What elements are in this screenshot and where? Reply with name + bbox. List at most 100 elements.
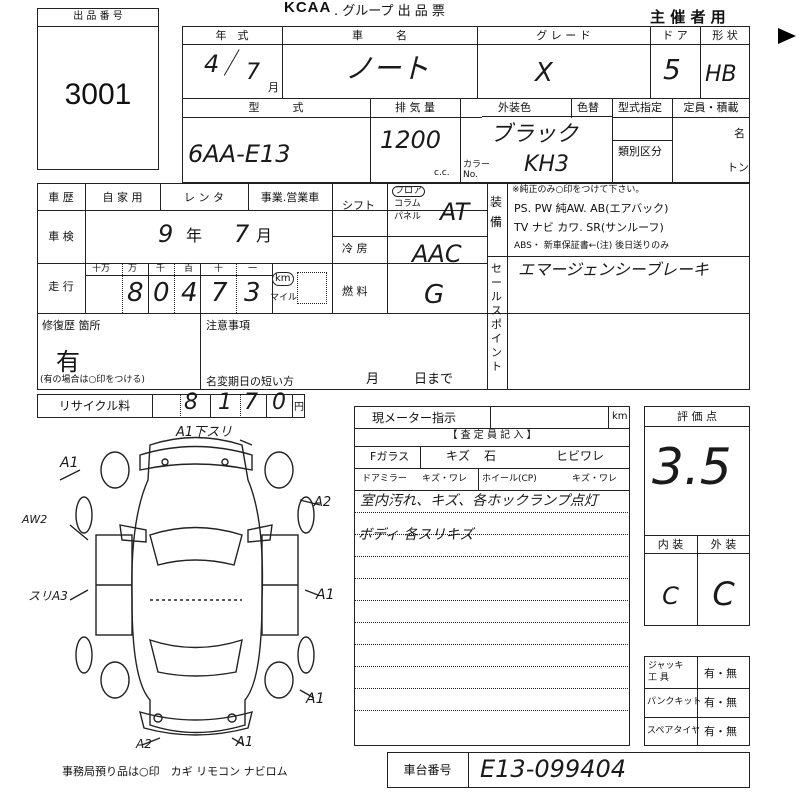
corner-marker	[778, 28, 796, 44]
score-label: 評 価 点	[677, 410, 717, 423]
notes-label: 注意事項	[206, 319, 250, 332]
km-label: km	[272, 272, 294, 286]
digit-label-1k: 千	[156, 264, 166, 274]
damage-mark: A1	[60, 455, 79, 471]
chassis-box	[387, 752, 750, 788]
color-change-label: 色替	[577, 101, 599, 114]
shift-option-floor: フロア	[392, 186, 426, 197]
repair-history-value: 有	[56, 348, 80, 376]
color-number-value: KH3	[524, 152, 569, 177]
repair-history-note: (有の場合は○印をつける)	[40, 375, 145, 385]
inspection-label: 車 検	[48, 230, 74, 243]
name-change-day: 日まで	[414, 372, 454, 387]
car-name-label: 車 名	[352, 29, 407, 42]
shift-option-panel: パネル	[394, 212, 422, 222]
lot-number-box	[37, 8, 159, 170]
shape-label: 形 状	[712, 29, 738, 42]
grade-value: X	[535, 58, 553, 88]
mileage-digit: 7	[211, 278, 228, 308]
jack-tools-value: 有・無	[704, 667, 737, 680]
equipment-line-2: TV ナビ カワ. SR(サンルーフ)	[514, 221, 664, 234]
fuel-value: G	[424, 280, 445, 310]
model-label: 型 式	[248, 101, 304, 114]
recycle-label: リサイクル料	[58, 399, 131, 413]
year-value: 4	[204, 50, 220, 78]
equipment-line-3: ABS・ 新車保証書←(注) 後日送りのみ	[514, 241, 670, 251]
digit-label-1: 一	[248, 264, 258, 274]
equipment-note: ※純正のみ○印をつけて下さい。	[512, 185, 645, 195]
wheel-label: ホイール(CP)	[482, 474, 537, 484]
puncture-kit-value: 有・無	[704, 696, 737, 709]
meter-label: 現メーター指示	[372, 411, 457, 425]
private-use-label: 自 家 用	[102, 191, 143, 204]
damage-mark: スリA3	[28, 589, 68, 603]
interior-grade: C	[662, 582, 679, 610]
displacement-value: 1200	[380, 126, 442, 154]
windshield-crack: ヒビワレ	[556, 449, 605, 463]
model-value: 6AA-E13	[188, 140, 291, 168]
mileage-digit: 8	[127, 278, 144, 308]
inspector-comment-2: ボディ 各スリキズ	[358, 527, 474, 543]
interior-label: 内 装	[657, 538, 684, 551]
exterior-color-label: 外装色	[498, 101, 531, 114]
color-number-label: カラー No.	[463, 160, 491, 180]
jack-tools-label: ジャッキ 工 具	[648, 661, 684, 683]
door-label: ド ア	[662, 29, 688, 42]
damage-mark: A1	[306, 691, 325, 707]
inspection-year-unit: 年	[186, 226, 203, 245]
recycle-yen: 円	[294, 402, 304, 413]
door-value: 5	[663, 53, 681, 86]
shift-option-column: コラム	[394, 199, 421, 209]
recycle-digit: 0	[272, 390, 286, 415]
year-label: 年 式	[215, 29, 249, 42]
shape-value: HB	[705, 62, 737, 87]
fuel-label: 燃 料	[342, 285, 368, 298]
windshield-scratch: キズ	[446, 449, 471, 463]
damage-mark: A2	[314, 495, 332, 510]
capacity-label: 定員・積載	[683, 101, 739, 114]
exterior-grade: C	[712, 575, 735, 613]
damage-mark: A1	[316, 587, 335, 603]
windshield-stone: 石	[484, 449, 497, 463]
inspection-month: 7	[234, 220, 250, 248]
shift-value: AT	[440, 198, 470, 226]
damage-mark: AW2	[22, 513, 48, 526]
organizer-label: 主 催 者 用	[650, 8, 726, 26]
business-use-label: 事業.営業車	[260, 191, 320, 204]
recycle-digit: 8	[184, 390, 198, 415]
mileage-label: 走 行	[48, 280, 74, 293]
chassis-label: 車台番号	[403, 763, 452, 777]
name-change-month: 月	[366, 372, 380, 387]
mile-label: マイル	[270, 293, 298, 303]
ac-value: AAC	[412, 240, 462, 268]
shift-label: シフト	[342, 199, 375, 212]
mileage-digit: 3	[244, 278, 261, 308]
sales-point-label: セールスポイント	[491, 262, 502, 373]
mirror-items: キズ・ワレ	[422, 474, 468, 484]
meter-unit: km	[612, 411, 628, 422]
recycle-box	[37, 394, 305, 418]
damage-mark: A1	[236, 735, 254, 750]
grade-label: グ レ ー ド	[536, 29, 591, 42]
exterior-color-value: ブラック	[490, 122, 579, 147]
tons-unit: トン	[727, 161, 749, 174]
wheel-items: キズ・ワレ	[572, 474, 618, 484]
recycle-digit: 7	[244, 390, 258, 415]
recycle-digit: 1	[218, 390, 232, 415]
windshield-label: Fガラス	[370, 450, 410, 463]
digit-label-100k: 十万	[92, 264, 111, 274]
inspector-box	[354, 406, 630, 746]
name-change-label: 名変期日の短い方	[206, 375, 294, 388]
mileage-digit: 4	[181, 278, 198, 308]
digit-label-10k: 万	[128, 264, 138, 274]
history-label: 車 歴	[48, 191, 74, 204]
lot-number-label: 出 品 番 号	[73, 11, 123, 22]
damage-mark: A1下スリ	[176, 425, 233, 440]
class-label: 類別区分	[618, 145, 662, 158]
inspection-month-unit: 月	[256, 226, 273, 245]
inspection-year: 9	[158, 220, 174, 248]
form-title: . グループ 出 品 票	[334, 4, 445, 19]
type-designation-label: 型式指定	[618, 101, 662, 114]
history-table	[37, 183, 750, 390]
